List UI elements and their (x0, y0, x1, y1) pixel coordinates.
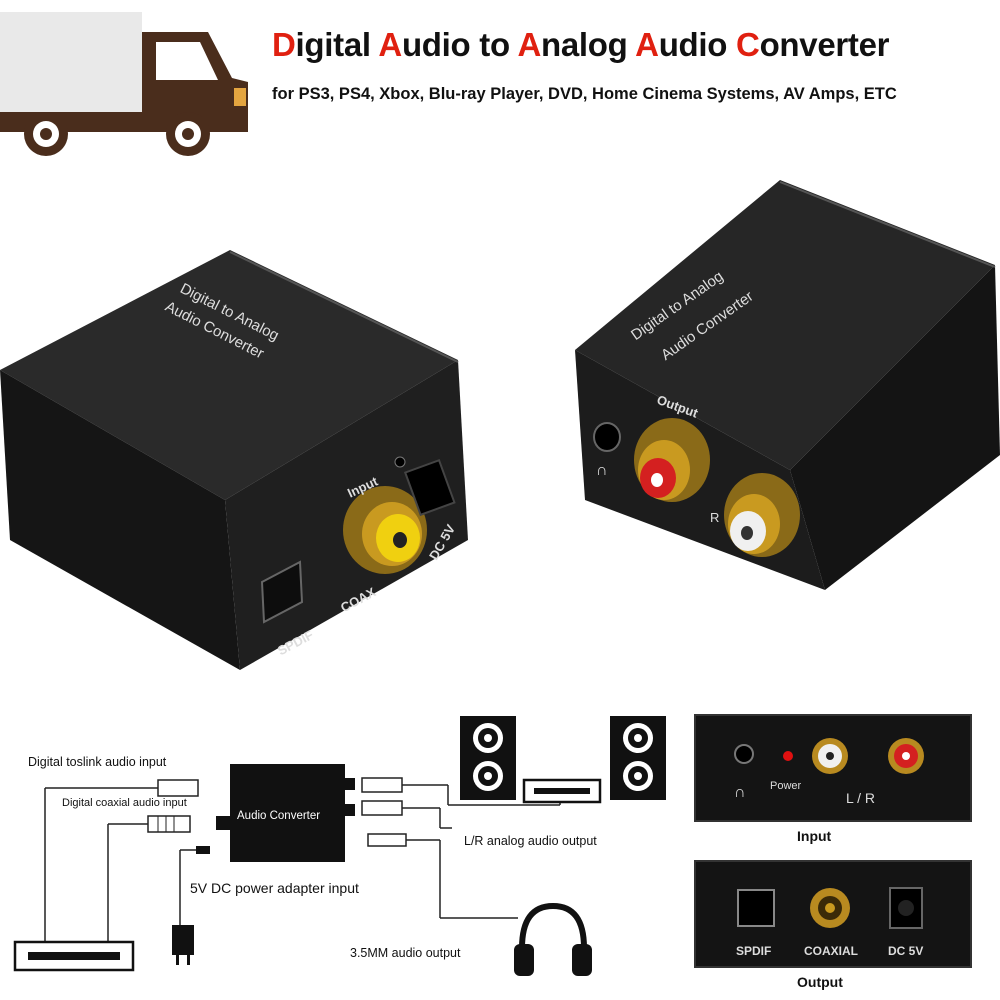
headphones-icon: ∩ (734, 784, 746, 801)
page-title: Digital Audio to Analog Audio Converter (272, 26, 890, 63)
converter-device-right (575, 180, 1000, 590)
panel-input-photo: ∩ Power L / R (694, 714, 972, 822)
diagram-power-label: 5V DC power adapter input (190, 880, 359, 896)
panel-dc-label: DC 5V (888, 944, 924, 958)
panel-lr-label: L / R (846, 790, 876, 806)
page-subtitle: for PS3, PS4, Xbox, Blu-ray Player, DVD,… (272, 85, 897, 103)
panel-output-caption: Output (797, 974, 843, 990)
diagram-35mm-label: 3.5MM audio output (350, 946, 461, 960)
diagram-coaxial-label: Digital coaxial audio input (62, 797, 187, 809)
panel-input-caption: Input (797, 828, 832, 844)
converter-device-left (0, 250, 468, 670)
speaker-icon (460, 716, 516, 800)
connection-diagram (13, 764, 602, 972)
truck-icon (0, 12, 248, 156)
diagram-converter-label: Audio Converter (237, 810, 321, 822)
panel-spdif-label: SPDIF (736, 944, 772, 958)
headphones-icon (514, 902, 592, 976)
device-right-r-label: R (710, 510, 720, 525)
headphones-icon: ∩ (596, 462, 608, 479)
panel-power-label: Power (770, 780, 802, 792)
diagram-toslink-label: Digital toslink audio input (28, 755, 167, 769)
panel-coaxial-label: COAXIAL (804, 944, 858, 958)
diagram-lr-output-label: L/R analog audio output (464, 834, 597, 848)
panel-output-photo: SPDIF COAXIAL DC 5V (694, 860, 972, 968)
speaker-icon (610, 716, 666, 800)
